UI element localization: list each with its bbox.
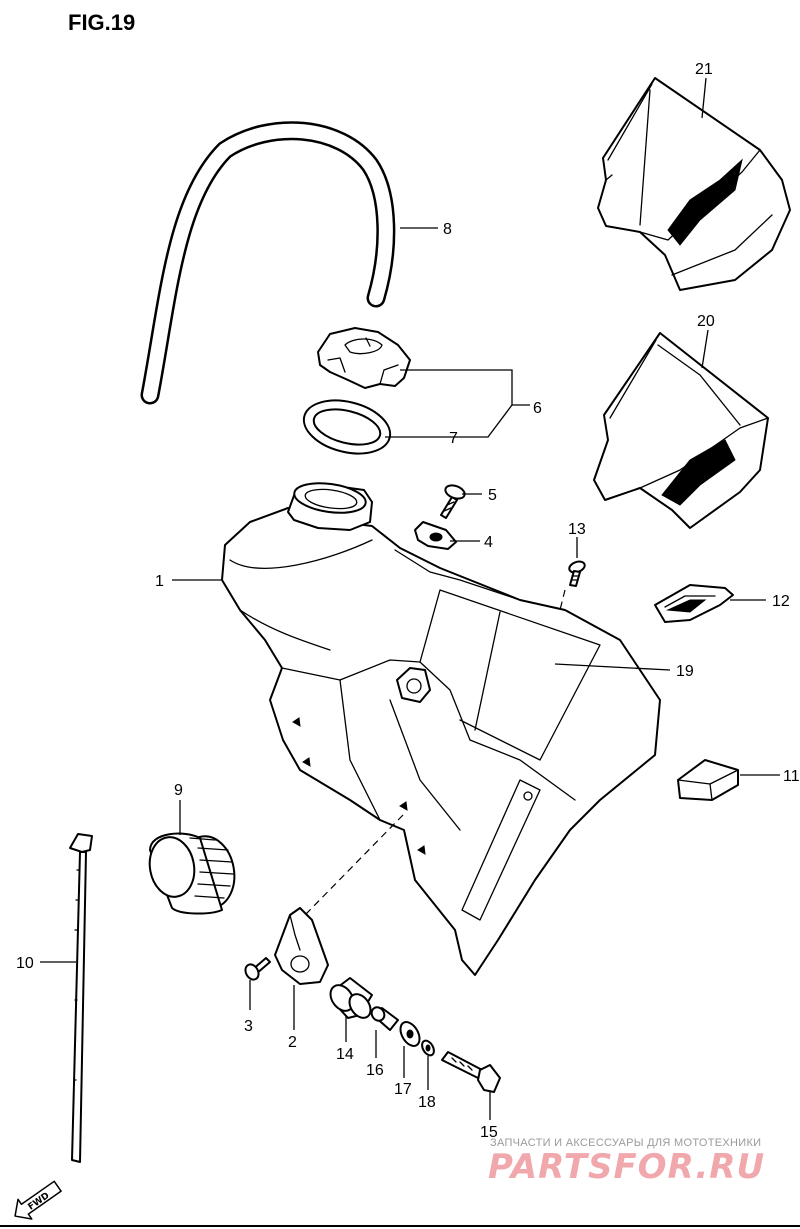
part-17-washer — [399, 1021, 421, 1047]
watermark-caption: ЗАПЧАСТИ И АКСЕССУАРЫ ДЛЯ МОТОТЕХНИКИ — [490, 1137, 761, 1149]
part-11-pad — [677, 759, 739, 801]
part-18-washer — [421, 1039, 435, 1057]
part-9-rubber-boot — [148, 832, 236, 915]
part-14-grommet — [329, 977, 373, 1019]
part-5-screw — [440, 484, 466, 519]
part-10-cable-tie — [69, 833, 93, 1163]
callout-7: 7 — [449, 430, 458, 447]
part-8-hose — [140, 121, 396, 405]
figure-title: FIG.19 — [68, 10, 135, 35]
callout-2: 2 — [288, 1034, 297, 1051]
callout-18: 18 — [418, 1094, 436, 1111]
callout-13: 13 — [568, 521, 586, 538]
callout-3: 3 — [244, 1018, 253, 1035]
callout-20: 20 — [697, 313, 715, 330]
callout-8: 8 — [443, 221, 452, 238]
callout-16: 16 — [366, 1062, 384, 1079]
callout-labels: 21 20 8 6 7 5 4 13 12 19 11 1 9 10 3 2 1… — [16, 61, 800, 1141]
callout-19: 19 — [676, 663, 694, 680]
callout-11: 11 — [783, 768, 800, 785]
callout-10: 10 — [16, 955, 34, 972]
part-20-shroud — [593, 332, 769, 529]
part-21-shroud — [597, 77, 791, 291]
part-6-fuel-cap — [317, 327, 411, 389]
part-7-gasket — [302, 399, 392, 455]
callout-4: 4 — [484, 534, 493, 551]
part-1-fuel-tank — [221, 482, 661, 976]
callout-1: 1 — [155, 573, 164, 590]
part-12-strap — [654, 584, 734, 623]
part-15-bolt — [441, 1051, 501, 1093]
fwd-arrow-icon: FWD — [14, 1180, 62, 1220]
part-16-collar — [370, 1006, 399, 1031]
callout-12: 12 — [772, 593, 790, 610]
watermark: ЗАПЧАСТИ И АКСЕССУАРЫ ДЛЯ МОТОТЕХНИКИ PA… — [488, 1137, 765, 1187]
callout-17: 17 — [394, 1081, 412, 1098]
callout-6: 6 — [533, 400, 542, 417]
part-4-cushion — [414, 521, 457, 550]
callout-15: 15 — [480, 1124, 498, 1141]
callout-21: 21 — [695, 61, 713, 78]
leader-lines — [40, 77, 780, 1120]
watermark-logo: PARTSFOR.RU — [488, 1147, 765, 1187]
part-13-screw — [568, 560, 586, 587]
part-3-bolt — [244, 957, 271, 981]
part-2-bracket — [274, 907, 329, 985]
callout-9: 9 — [174, 782, 183, 799]
callout-14: 14 — [336, 1046, 354, 1063]
callout-5: 5 — [488, 487, 497, 504]
